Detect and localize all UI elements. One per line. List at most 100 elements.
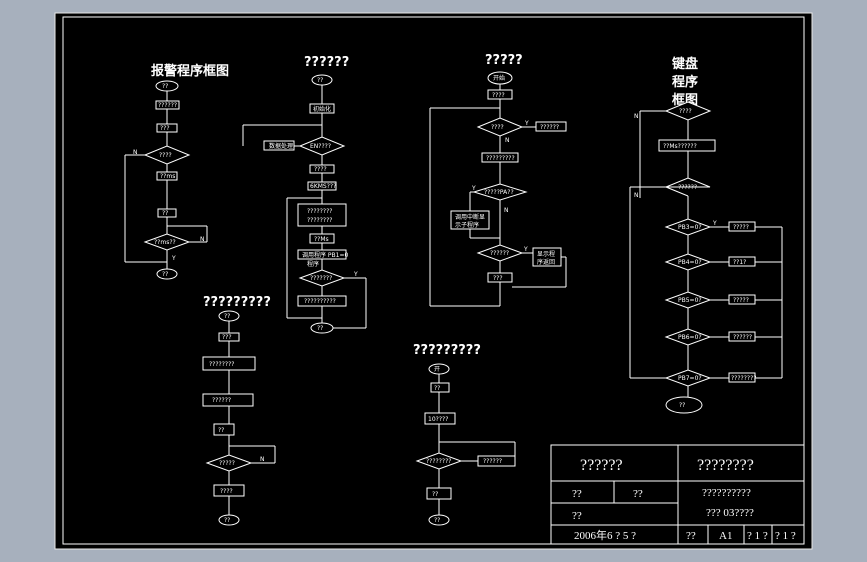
display-n2: N	[504, 207, 509, 214]
alarm-no: N	[133, 149, 138, 156]
sub1-flowchart: ????????? ?? ??? ???????? ?????? ?? N ??…	[202, 295, 276, 526]
sub1-step4: ??	[218, 427, 224, 434]
sub2-title: ?????????	[413, 343, 481, 358]
tb-name: ??????	[580, 457, 623, 474]
sub1-end: ??	[224, 517, 230, 524]
sub1-n: N	[260, 456, 265, 463]
alarm-y: Y	[171, 255, 176, 262]
display-step1: ????	[492, 92, 505, 99]
kb-b5: ????????	[731, 375, 756, 382]
display-box1: ?????????	[486, 155, 515, 162]
main-flowchart: ?????? ?? 初始化 数据处理 EN???? ???? 6KMS??? ?…	[242, 55, 367, 334]
kb-box1: ??Ms??????	[663, 143, 697, 150]
alarm-step3: ??ms	[160, 173, 175, 180]
alarm-step1: ??????	[158, 102, 177, 109]
display-side: ??????	[540, 124, 559, 131]
sub1-step5: ????	[220, 488, 233, 495]
tb-checked: ??	[633, 488, 643, 500]
display-leftbox-2: 示子程序	[455, 221, 479, 229]
keyboard-title-1: 键盘	[671, 56, 698, 72]
main-step3: ??Ms	[314, 236, 329, 243]
tb-drawing: ????????	[697, 457, 754, 474]
kb-d5: PB7=0?	[678, 375, 702, 382]
sub1-step1: ???	[222, 334, 232, 341]
display-flowchart: ????? 开始 ???? ???? Y ?????? N ????????? …	[429, 53, 567, 307]
sub1-step3: ??????	[212, 397, 231, 404]
alarm-n2: N	[200, 236, 205, 243]
kb-decision: ????	[679, 108, 692, 115]
tb-sheet: ? 1 ?	[747, 530, 768, 542]
main-decision2: ???????	[310, 275, 332, 282]
tb-date: 2006年6 ? 5 ?	[574, 528, 636, 542]
main-start: ??	[317, 77, 323, 84]
alarm-title: 报警程序框图	[151, 63, 229, 79]
tb-code: ??? 03????	[706, 507, 754, 519]
kb-d1: PB3=0?	[678, 224, 702, 231]
display-decision2: ?????PA??	[484, 189, 514, 196]
tb-designed: ??	[572, 488, 582, 500]
display-n: N	[505, 137, 510, 144]
inner-border	[62, 16, 805, 545]
kb-b1: ?????	[733, 224, 749, 231]
keyboard-flowchart: 键盘 程序 框图 ???? N ??Ms?????? ?????? N PB3=…	[629, 56, 783, 414]
kb-d4: PB6=0?	[678, 334, 702, 341]
kb-d3: PB5=0?	[678, 297, 702, 304]
tb-format: A1	[719, 530, 732, 542]
title-block: ?????? ???????? ?? ?? ?? ?????????? ??? …	[550, 444, 805, 545]
sub1-title: ?????????	[203, 295, 271, 310]
alarm-step2: ???	[160, 125, 170, 132]
kb-b4: ??????	[733, 334, 752, 341]
tb-scale: ??	[686, 530, 696, 542]
alarm-end: ??	[162, 271, 168, 278]
sub2-flowchart: ????????? 开 ?? 10???? ???????? ?????? ??…	[413, 343, 516, 526]
sub2-side: ??????	[483, 458, 502, 465]
main-box2: ????????	[307, 217, 332, 224]
kb-n: N	[634, 113, 639, 120]
display-y2: Y	[471, 185, 476, 192]
display-start: 开始	[493, 74, 505, 82]
sub2-step2: 10????	[428, 416, 448, 423]
display-rightbox-1: 显示程	[537, 250, 555, 258]
kb-b3: ?????	[733, 297, 749, 304]
sub2-step3: ??	[432, 491, 438, 498]
alarm-flowchart: 报警程序框图 ?? ?????? ??? ???? N ??ms ?? ??ms…	[124, 63, 229, 280]
main-step4a: 调用程序 PB1=0	[302, 251, 348, 259]
main-left-box: 数据处理	[269, 142, 293, 150]
main-decision: EN????	[310, 143, 331, 150]
display-decision3: ??????	[490, 250, 509, 257]
kb-n2: N	[634, 192, 639, 199]
keyboard-title-2: 程序	[672, 74, 698, 90]
display-title: ?????	[485, 53, 523, 68]
main-init: 初始化	[313, 105, 331, 113]
sub2-end: ??	[434, 517, 440, 524]
sub2-decision: ????????	[426, 458, 451, 465]
main-y: Y	[353, 271, 358, 278]
main-title: ??????	[304, 55, 349, 70]
alarm-start: ??	[162, 83, 168, 90]
main-box3: ??????????	[304, 298, 336, 305]
kb-decision2: ??????	[678, 184, 697, 191]
display-leftbox-1: 调用中断显	[455, 213, 485, 221]
main-step4b: 程序	[307, 260, 319, 268]
alarm-decision2: ??ms??	[154, 239, 176, 246]
sub1-start: ??	[224, 313, 230, 320]
tb-approved: ??	[572, 510, 582, 522]
sub1-decision: ?????	[219, 460, 235, 467]
display-decision: ????	[491, 124, 504, 131]
kb-y1: Y	[712, 220, 717, 227]
sub1-step2: ????????	[209, 361, 234, 368]
alarm-decision: ????	[159, 152, 172, 159]
display-y: Y	[524, 120, 529, 127]
kb-end: ??	[679, 402, 685, 409]
tb-sheets: ? 1 ?	[775, 530, 796, 542]
display-y3: Y	[523, 246, 528, 253]
tb-project: ??????????	[702, 487, 751, 499]
main-box1: ????????	[307, 208, 332, 215]
alarm-step4: ??	[162, 210, 168, 217]
sub2-step1: ??	[434, 385, 440, 392]
main-step2: 6KMS???	[310, 183, 336, 190]
sub2-start: 开	[434, 366, 440, 373]
display-box2: ???	[493, 275, 503, 282]
kb-d2: PB4=0?	[678, 259, 702, 266]
